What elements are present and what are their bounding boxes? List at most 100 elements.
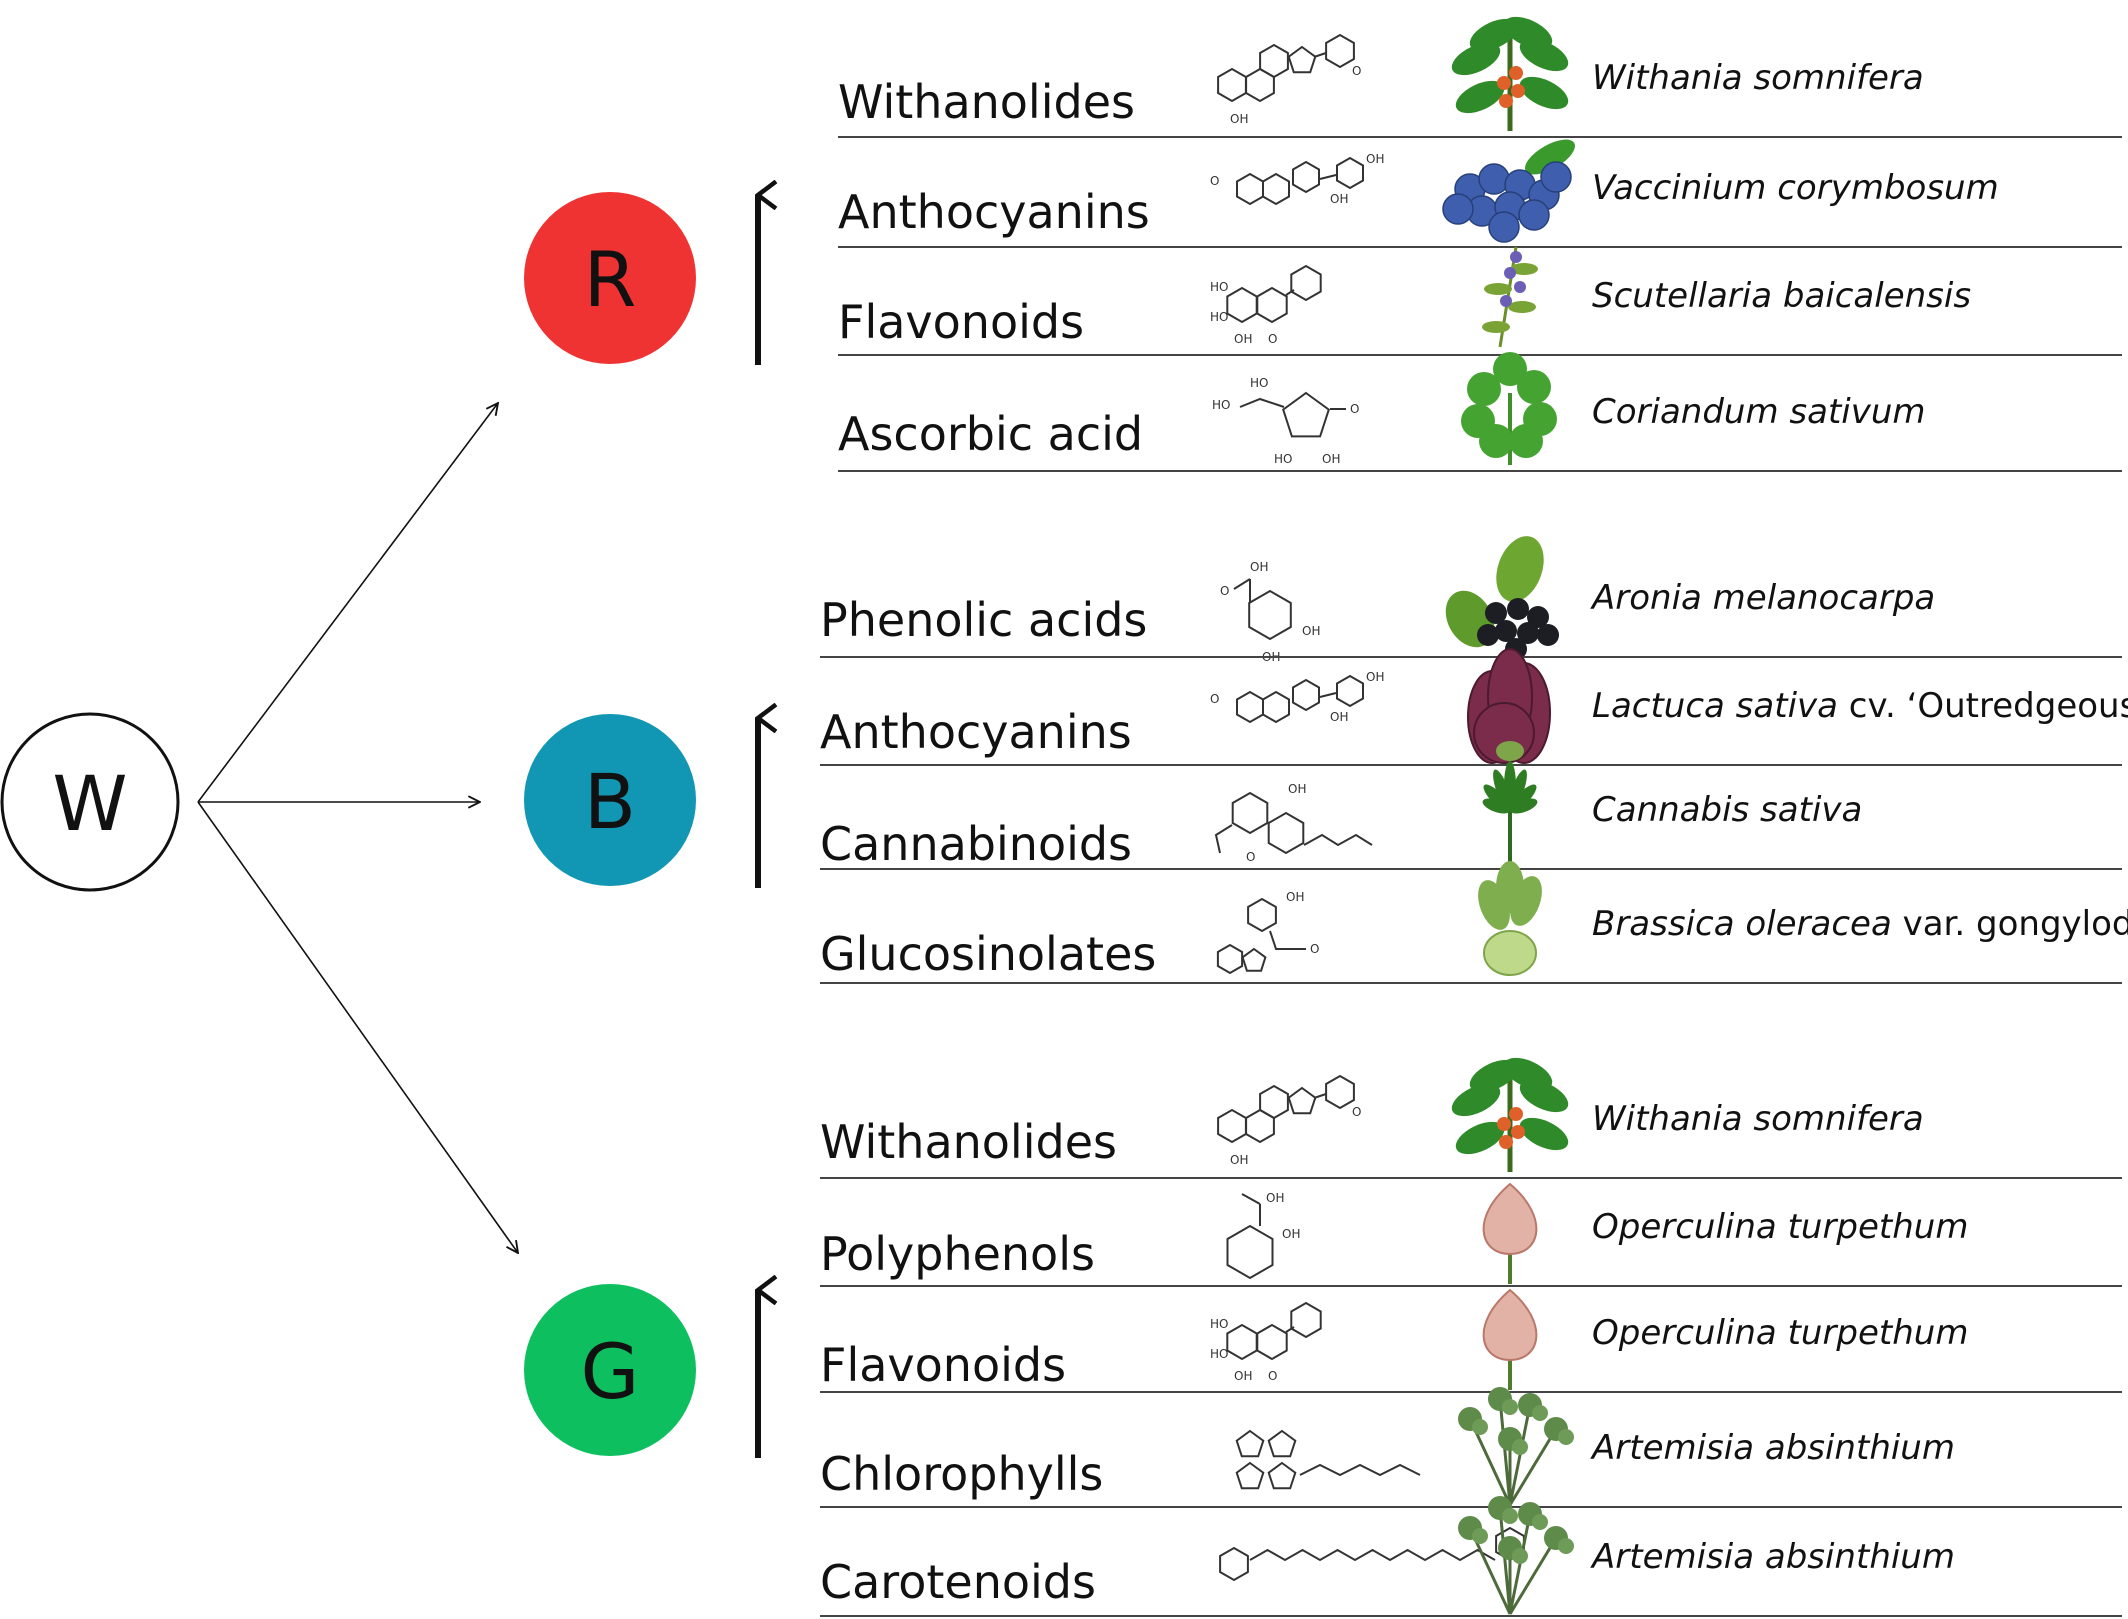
structure-atom-label: O [1352,1105,1361,1119]
cannabis-leaf-icon [1482,761,1538,867]
source-node-w: W [0,712,180,892]
species-name: Withania somnifera [1592,58,1924,98]
species-name: Brassica oleracea var. gongylodes [1592,904,2128,944]
structure-atom-label: OH [1266,1191,1284,1205]
coriander-leaf-icon [1461,352,1557,465]
species-name: Artemisia absinthium [1590,1537,1955,1577]
artemisia-plant-icon [1458,1496,1574,1615]
compound-row: Carotenoids Artemisia absinthium [820,1496,2122,1617]
anthocyanin-structure-icon: O OH OH [1210,670,1384,724]
structure-atom-label: O [1210,174,1219,188]
structure-atom-label: HO [1250,376,1268,390]
compound-name: Flavonoids [820,1338,1066,1392]
structure-atom-label: HO [1212,398,1230,412]
species-name: Withania somnifera [1592,1099,1924,1139]
glucosinolate-structure-icon: OH O [1216,890,1319,975]
group-node-b-letter: B [584,757,636,846]
kohlrabi-icon [1478,861,1542,976]
structure-atom-label: OH [1322,452,1340,466]
ascorbic-acid-structure-icon: HO HO O HO OH [1212,376,1359,466]
group-node-g-letter: G [581,1327,640,1416]
compound-name: Withanolides [838,75,1135,129]
polyphenol-structure-icon: OH OH [1226,1191,1300,1280]
species-name: Aronia melanocarpa [1590,578,1935,618]
species-name: Lactuca sativa cv. ‘Outredgeous’ [1592,686,2128,726]
withania-plant-icon [1451,1057,1569,1172]
structure-atom-label: O [1268,1369,1277,1383]
operculina-bud-icon [1482,1288,1538,1390]
species-name: Cannabis sativa [1592,790,1862,830]
aronia-berries-icon [1445,536,1559,660]
species-name: Scutellaria baicalensis [1592,276,1971,316]
cannabinoid-structure-icon: OHO [1214,782,1373,864]
structure-atom-label: OH [1282,1227,1300,1241]
structure-atom-label: HO [1210,1317,1228,1331]
compound-row: Anthocyanins O OH OH Vaccinium corymbosum [838,139,2122,248]
structure-atom-label: O [1350,402,1359,416]
compound-name: Withanolides [820,1115,1117,1169]
structure-atom-label: HO [1274,452,1292,466]
structure-atom-label: OH [1330,192,1348,206]
structure-atom-label: HO [1210,280,1228,294]
operculina-bud-icon [1482,1182,1538,1284]
structure-atom-label: O [1268,332,1277,346]
structure-atom-label: OH [1330,710,1348,724]
red-lettuce-icon [1467,648,1551,764]
species-name: Operculina turpethum [1592,1207,1968,1247]
withanolide-structure-icon: OH O [1217,1074,1361,1167]
artemisia-plant-icon [1458,1387,1574,1506]
compound-row: Glucosinolates OH O Brassica oleracea var. … [820,861,2128,984]
structure-atom-label: OH [1302,624,1320,638]
structure-atom-label: O [1310,942,1319,956]
species-name: Artemisia absinthium [1590,1428,1955,1468]
structure-atom-label: O [1220,584,1229,598]
structure-atom-label: OH [1366,670,1384,684]
skullcap-flower-icon [1482,246,1538,348]
compound-row: Anthocyanins O OH OH Lactuca sativa cv. ‘Out… [820,648,2128,766]
compound-name: Chlorophylls [820,1447,1103,1501]
compound-row: Cannabinoids OHO Cannabis sativa [820,761,2122,871]
compound-row: Polyphenols OH OH Operculina turpethum [820,1182,2122,1287]
branch-arrows [197,403,518,1253]
compound-name: Phenolic acids [820,593,1147,647]
compound-row: Chlorophylls Artemisia absinthium [820,1387,2122,1508]
structure-atom-label: OH [1250,560,1268,574]
group-node-r-letter: R [584,235,637,324]
structure-atom-label: OH [1286,890,1304,904]
blueberry-icon [1442,139,1575,243]
compound-name: Polyphenols [820,1227,1095,1281]
structure-atom-label: OH [1234,1369,1252,1383]
compound-name: Flavonoids [838,295,1084,349]
species-name: Coriandum sativum [1592,392,1926,432]
compound-name: Carotenoids [820,1555,1096,1609]
compound-name: Anthocyanins [820,705,1132,759]
structure-atom-label: OH [1230,1153,1248,1167]
structure-atom-label: HO [1210,310,1228,324]
compound-name: Glucosinolates [820,927,1156,981]
group-node-b-circle [524,714,696,886]
source-node-letter: W [52,759,127,848]
branch-arrow-to-r [197,403,498,803]
species-name: Vaccinium corymbosum [1592,168,1999,208]
branch-arrow-to-g [197,801,518,1253]
compound-name: Ascorbic acid [838,407,1143,461]
compound-row: Withanolides OHO Withania somnifera [838,16,2122,138]
structure-atom-label: OH [1366,152,1384,166]
compound-name: Cannabinoids [820,817,1132,871]
structure-atom-label: O [1210,692,1219,706]
group-node-r-circle [524,192,696,364]
structure-atom-label: OH [1288,782,1306,796]
compound-name: Anthocyanins [838,185,1150,239]
chlorophyll-structure-icon [1235,1429,1421,1490]
withanolide-structure-icon: OHO [1217,33,1361,126]
